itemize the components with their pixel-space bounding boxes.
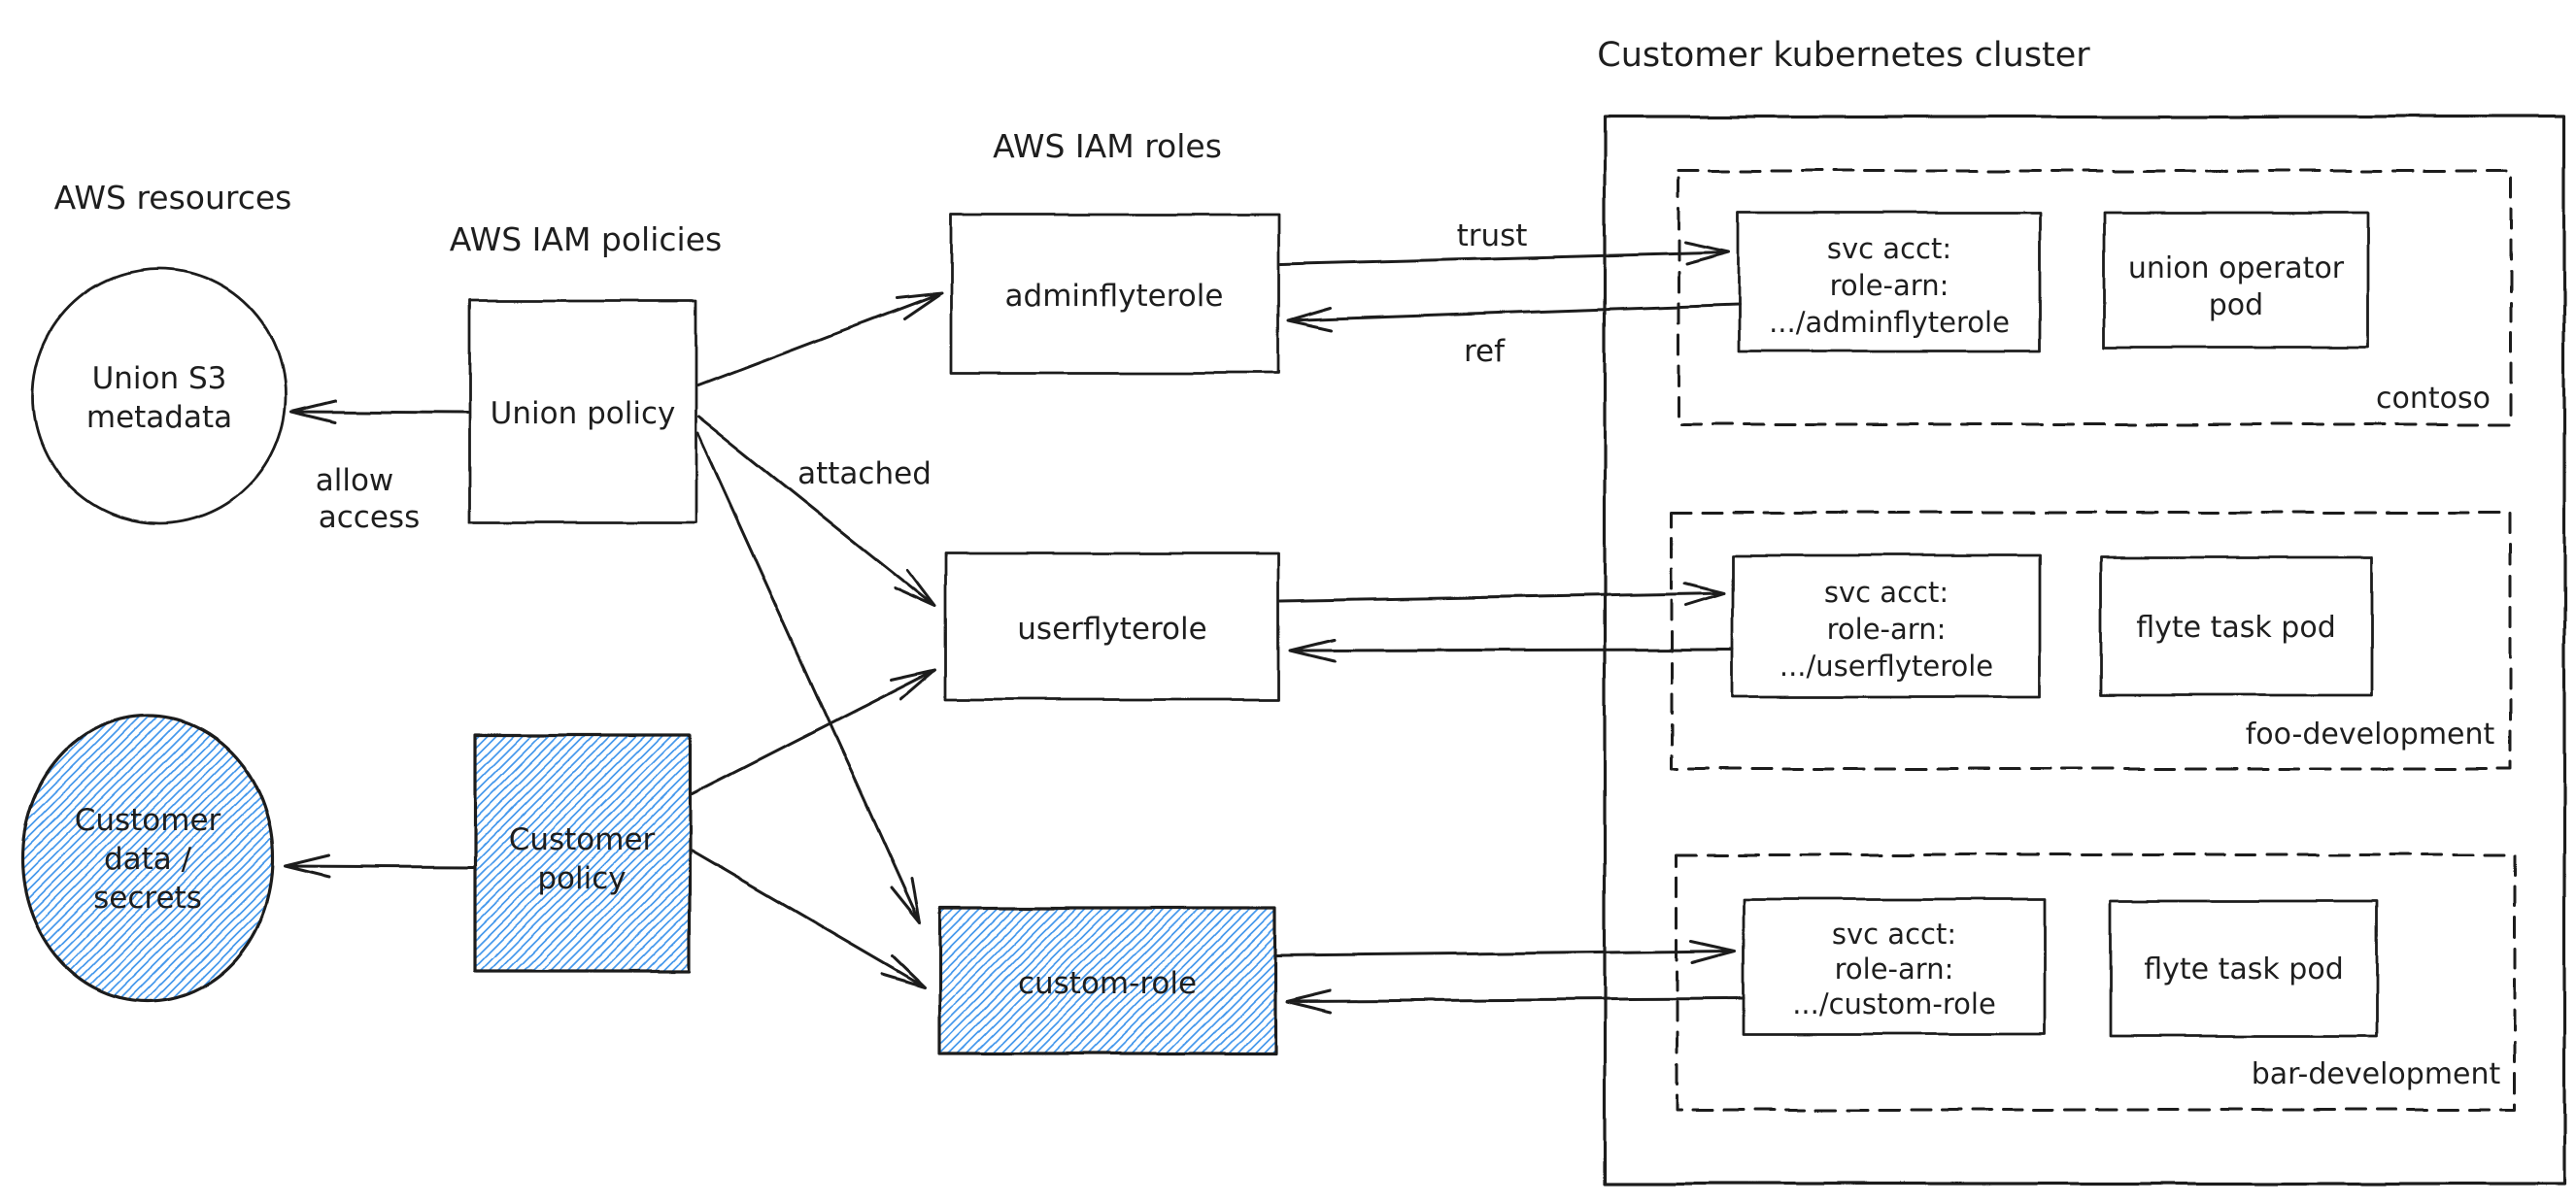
namespace-foo-development-box: [1670, 511, 2512, 771]
aws-iam-roles-label: AWS IAM roles: [993, 127, 1222, 165]
union-operator-pod-box: [2102, 211, 2370, 350]
namespace-contoso-box: [1677, 169, 2513, 426]
adminflyterole-box: [949, 213, 1280, 375]
arrow-customer-policy-to-custom-role: [690, 849, 927, 988]
customer-data-secrets-ellipse: [20, 714, 275, 1003]
namespace-contoso-label: contoso: [2376, 382, 2491, 416]
arrow-svc-acct-to-userflyterole: [1288, 638, 1735, 663]
arrow-svc-acct-to-custom-role: [1285, 988, 1746, 1014]
userflyterole-label: userflyterole: [1017, 612, 1206, 647]
flyte-task-pod-foo-box: [2099, 555, 2374, 697]
union-s3-label-line1: Union S3: [92, 361, 227, 396]
arrow-union-policy-to-union-s3: [289, 399, 470, 424]
union-operator-pod-label-line1: union operator: [2128, 251, 2345, 285]
svc-acct-adminflyterole-box: [1737, 211, 2042, 352]
union-policy-box: [468, 299, 698, 524]
arrow-customer-policy-to-customer-data: [284, 853, 475, 879]
svc-acct-userflyterole-box: [1731, 553, 2042, 699]
svc-acct-user-line3: .../userflyterole: [1779, 650, 1993, 683]
svc-acct-custom-line3: .../custom-role: [1792, 987, 1996, 1020]
arrow-union-policy-to-adminflyterole: [696, 291, 943, 387]
svc-acct-custom-line2: role-arn:: [1835, 952, 1954, 986]
union-policy-label: Union policy: [491, 396, 676, 431]
union-s3-label-line2: metadata: [86, 400, 232, 435]
customer-data-label-line1: Customer: [75, 803, 221, 838]
allow-label: allow: [316, 463, 394, 498]
customer-policy-box: [473, 733, 692, 973]
flyte-task-pod-foo-label: flyte task pod: [2136, 611, 2336, 645]
namespace-bar-development-label: bar-development: [2252, 1057, 2501, 1091]
svc-acct-admin-line2: role-arn:: [1830, 269, 1949, 302]
customer-policy-label-line1: Customer: [509, 822, 656, 857]
trust-label: trust: [1457, 218, 1528, 253]
arrow-custom-role-to-svc-acct: [1275, 939, 1737, 964]
userflyterole-box: [944, 551, 1280, 701]
arrow-union-policy-to-userflyterole: [697, 416, 937, 609]
svc-acct-user-line1: svc acct:: [1824, 576, 1949, 609]
customer-data-label-line3: secrets: [93, 881, 202, 916]
customer-data-label-line2: data /: [104, 842, 192, 877]
namespace-foo-development-label: foo-development: [2246, 718, 2495, 752]
arrow-union-policy-to-custom-role: [696, 432, 922, 924]
namespace-bar-development-box: [1675, 852, 2517, 1112]
arrow-ref-svc-acct-to-adminflyterole: [1286, 303, 1741, 332]
arrow-userflyterole-to-svc-acct: [1278, 582, 1726, 607]
svc-acct-custom-line1: svc acct:: [1832, 918, 1956, 951]
custom-role-label: custom-role: [1018, 966, 1197, 1001]
adminflyterole-label: adminflyterole: [1005, 279, 1224, 314]
cluster-title: Customer kubernetes cluster: [1597, 36, 2090, 75]
aws-iam-policies-label: AWS IAM policies: [450, 220, 722, 258]
ref-label: ref: [1464, 334, 1506, 369]
svc-acct-admin-line3: .../adminflyterole: [1769, 306, 2010, 339]
custom-role-box: [938, 906, 1277, 1055]
access-label: access: [319, 500, 420, 535]
svc-acct-custom-role-box: [1742, 897, 2047, 1036]
flyte-task-pod-bar-label: flyte task pod: [2144, 952, 2344, 986]
aws-resources-label: AWS resources: [54, 179, 292, 217]
svc-acct-user-line2: role-arn:: [1827, 613, 1947, 646]
arrow-trust-adminflyterole-to-svc-acct: [1278, 241, 1731, 266]
union-operator-pod-label-line2: pod: [2209, 288, 2263, 322]
customer-policy-label-line2: policy: [537, 861, 626, 896]
flyte-task-pod-bar-box: [2109, 899, 2379, 1038]
text-layer: AWS resources AWS IAM policies AWS IAM r…: [54, 36, 2501, 1091]
arrow-customer-policy-to-userflyterole: [690, 668, 937, 796]
attached-label: attached: [797, 456, 932, 491]
union-s3-metadata-ellipse: [31, 267, 288, 525]
shapes-layer: [20, 115, 2566, 1186]
svc-acct-admin-line1: svc acct:: [1827, 232, 1951, 265]
